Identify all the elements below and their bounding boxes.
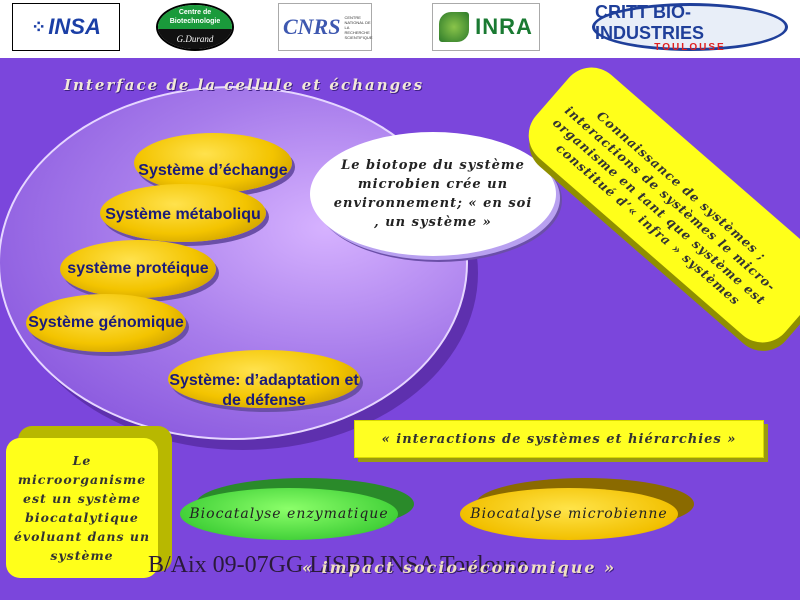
footer-text: B/Aix 09-07GG LISBP INSA Toulouse	[148, 552, 528, 578]
leaf-icon	[439, 12, 470, 42]
dots-icon: ⁘	[31, 16, 47, 37]
inra-logo: INRA	[432, 3, 540, 51]
header-divider	[0, 56, 800, 58]
cnrs-logo-text: CNRS	[283, 14, 341, 39]
inra-logo-text: INRA	[475, 14, 533, 39]
insa-logo: ⁘ INSA	[12, 3, 120, 51]
microorganisme-box: Le microorganisme est un système biocata…	[6, 438, 158, 578]
impact-label: « impact socio-économique »	[302, 558, 617, 577]
cnrs-subtitle: CENTRE NATIONAL DE LA RECHERCHE SCIENTIF…	[344, 14, 373, 40]
system-genomique-oval: Système génomique	[26, 294, 186, 352]
system-proteique-label: système protéique	[67, 260, 209, 277]
system-metabolique-oval: Système métaboliqu	[100, 184, 266, 242]
system-adaptation-oval: Système: d’adaptation et de défense	[168, 350, 360, 409]
biotope-callout: Le biotope du système microbien crée un …	[310, 132, 556, 256]
page-title: Interface de la cellule et échanges	[64, 76, 425, 94]
insa-logo-text: INSA	[48, 14, 101, 39]
critt-logo: CRITT BIO-INDUSTRIES TOULOUSE	[592, 1, 788, 53]
microorganisme-text: Le microorganisme est un système biocata…	[13, 453, 151, 563]
logo-header: ⁘ INSA Centre de Biotechnologie G.Durand…	[0, 0, 800, 56]
biocatalyse-enzymatique-label: Biocatalyse enzymatique	[189, 505, 389, 522]
centre-biotechnologie-logo: Centre de Biotechnologie G.Durand	[156, 3, 234, 51]
system-adaptation-label: Système: d’adaptation et de défense	[169, 372, 359, 409]
system-metabolique-label: Système métaboliqu	[105, 206, 261, 223]
centre-biotechnologie-text: Centre de Biotechnologie	[158, 5, 232, 29]
biocatalyse-enzymatique-disk: Biocatalyse enzymatique	[180, 488, 398, 540]
cnrs-logo: CNRS CENTRE NATIONAL DE LA RECHERCHE SCI…	[278, 3, 373, 51]
system-echange-label: Système d’échange	[138, 162, 288, 179]
critt-logo-subtext: TOULOUSE	[654, 41, 726, 53]
biotope-text: Le biotope du système microbien crée un …	[333, 158, 533, 230]
system-proteique-oval: système protéique	[60, 240, 216, 298]
biocatalyse-microbienne-label: Biocatalyse microbienne	[470, 505, 668, 522]
signature-mark: G.Durand	[158, 29, 232, 49]
system-genomique-label: Système génomique	[28, 314, 184, 331]
biocatalyse-microbienne-disk: Biocatalyse microbienne	[460, 488, 678, 540]
interactions-banner: « interactions de systèmes et hiérarchie…	[354, 420, 764, 458]
critt-logo-text: CRITT BIO-INDUSTRIES	[595, 1, 705, 43]
system-echange-oval: Système d’échange	[134, 133, 292, 193]
